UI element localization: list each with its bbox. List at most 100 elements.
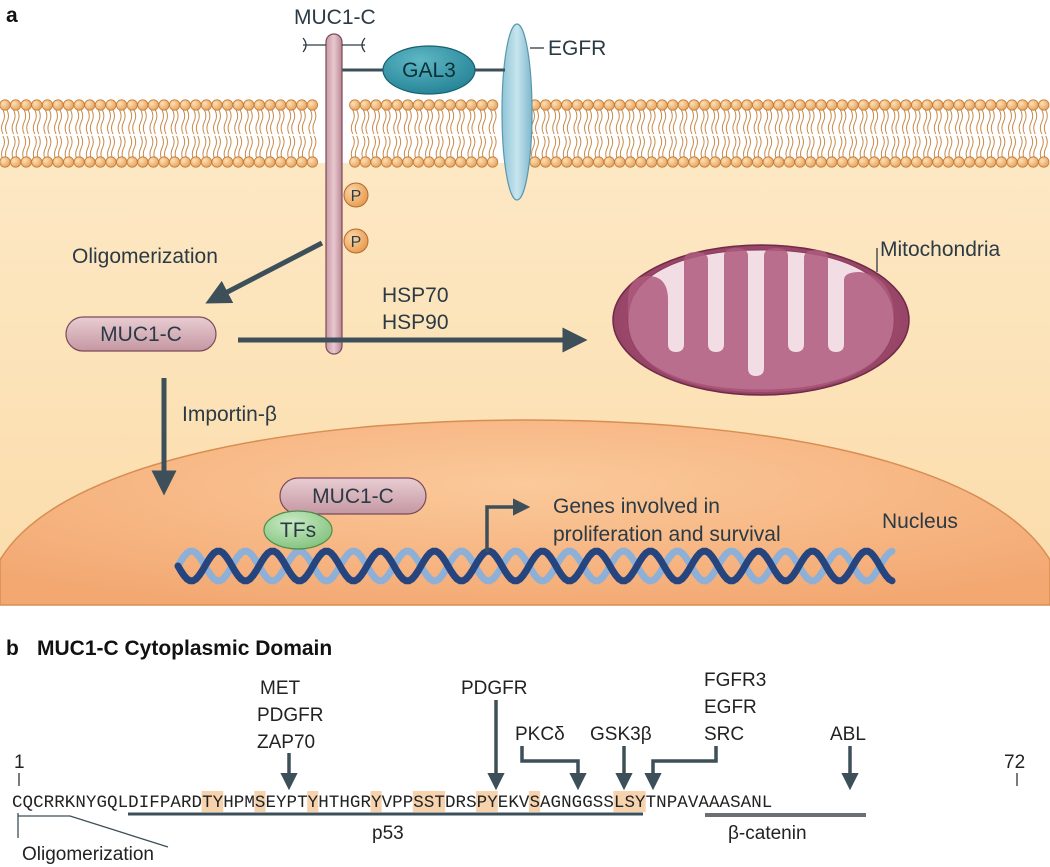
- highlighted-residue-bg: [201, 791, 213, 812]
- residue: L: [118, 793, 129, 813]
- highlighted-residue-bg: [623, 791, 636, 812]
- beta-catenin-label: β-catenin: [728, 823, 807, 844]
- oligomerization-label: Oligomerization: [72, 245, 218, 268]
- residue: A: [709, 793, 720, 813]
- egfr-receptor: [501, 23, 533, 201]
- residue: Y: [276, 793, 287, 813]
- residue: H: [223, 793, 234, 813]
- residue: S: [603, 793, 614, 813]
- dna-helix: [174, 547, 896, 585]
- kinase-zap70: ZAP70: [257, 732, 315, 753]
- residue: T: [646, 793, 657, 813]
- arrow-pkcdelta: [520, 746, 587, 791]
- highlighted-residue-bg: [528, 791, 541, 812]
- phosphate-2: P: [343, 228, 369, 254]
- residue: V: [382, 793, 393, 813]
- residue: Y: [213, 793, 224, 813]
- residue: P: [392, 793, 403, 813]
- residue: T: [297, 793, 308, 813]
- highlighted-residue-bg: [307, 791, 319, 812]
- highlighted-residue-bg: [412, 791, 424, 812]
- residue: N: [751, 793, 762, 813]
- residue: C: [12, 793, 23, 813]
- residue: F: [149, 793, 160, 813]
- hsp90-label: HSP90: [382, 311, 449, 334]
- highlighted-residue-bg: [634, 791, 646, 812]
- residue: T: [329, 793, 340, 813]
- residue: S: [466, 793, 477, 813]
- gal3-label: GAL3: [402, 59, 456, 82]
- residue: K: [65, 793, 76, 813]
- residue: T: [434, 793, 445, 813]
- gal3: [382, 45, 476, 95]
- residue: G: [551, 793, 562, 813]
- muc1c-nuc-label: MUC1-C: [312, 485, 394, 508]
- kinase-pdgfr-a: PDGFR: [257, 705, 324, 726]
- oligomerization-bracket: [17, 813, 169, 848]
- residue: Y: [371, 793, 382, 813]
- genes-label-line2: proliferation and survival: [553, 523, 781, 546]
- residue: Y: [487, 793, 498, 813]
- p53-label: p53: [372, 823, 404, 844]
- residue: G: [96, 793, 107, 813]
- highlighted-residue-bg: [433, 791, 446, 812]
- genes-label-line1: Genes involved in: [553, 495, 720, 518]
- residue: Q: [23, 793, 34, 813]
- residue: A: [720, 793, 731, 813]
- residue: S: [624, 793, 635, 813]
- residue: L: [762, 793, 773, 813]
- muc1c-cyto-label: MUC1-C: [100, 323, 182, 346]
- highlighted-residue-bg: [613, 791, 625, 812]
- transcription-factors: [263, 510, 333, 550]
- residue: Q: [107, 793, 118, 813]
- residue: C: [33, 793, 44, 813]
- residue: S: [730, 793, 741, 813]
- muc1c-top-label: MUC1-C: [294, 6, 376, 29]
- residue: Y: [308, 793, 319, 813]
- hsp70-label: HSP70: [382, 284, 449, 307]
- kinase-gsk3beta: GSK3β: [590, 724, 652, 745]
- residue: Y: [86, 793, 97, 813]
- panel-b-letter: b: [6, 637, 19, 660]
- residue: S: [593, 793, 604, 813]
- cell-membrane: [0, 99, 1050, 168]
- kinase-group-5: FGFR3 EGFR SRC: [704, 670, 766, 745]
- residue: N: [561, 793, 572, 813]
- residue: R: [360, 793, 371, 813]
- residue: R: [54, 793, 65, 813]
- residue: P: [234, 793, 245, 813]
- residue: L: [614, 793, 625, 813]
- kinase-met: MET: [260, 678, 301, 699]
- residue: K: [508, 793, 519, 813]
- residue: S: [529, 793, 540, 813]
- residue: I: [139, 793, 150, 813]
- oligomerization-arrow: [205, 240, 324, 304]
- svg-text:P: P: [351, 188, 362, 205]
- residue: T: [202, 793, 213, 813]
- kinase-fgfr3: FGFR3: [704, 670, 766, 691]
- residue: G: [350, 793, 361, 813]
- panel-a-letter: a: [6, 4, 18, 27]
- kinase-src: SRC: [704, 724, 744, 745]
- arrow-fgfr3-egfr-src: [644, 746, 718, 791]
- residue: S: [413, 793, 424, 813]
- residue: G: [572, 793, 583, 813]
- highlighted-residue-bg: [476, 791, 488, 812]
- residue: D: [192, 793, 203, 813]
- kinase-group-1: MET PDGFR ZAP70: [257, 678, 324, 753]
- residue: R: [456, 793, 467, 813]
- residue: R: [44, 793, 55, 813]
- position-start: 1: [14, 752, 25, 773]
- residue: D: [445, 793, 456, 813]
- residue: G: [582, 793, 593, 813]
- residue: H: [318, 793, 329, 813]
- highlighted-residue-bg: [254, 791, 266, 812]
- residue: S: [424, 793, 435, 813]
- muc1c-transmembrane: [325, 33, 343, 355]
- tfs-label: TFs: [280, 519, 316, 542]
- muc1c-nuclear: [279, 477, 427, 515]
- highlighted-residue-bg: [423, 791, 435, 812]
